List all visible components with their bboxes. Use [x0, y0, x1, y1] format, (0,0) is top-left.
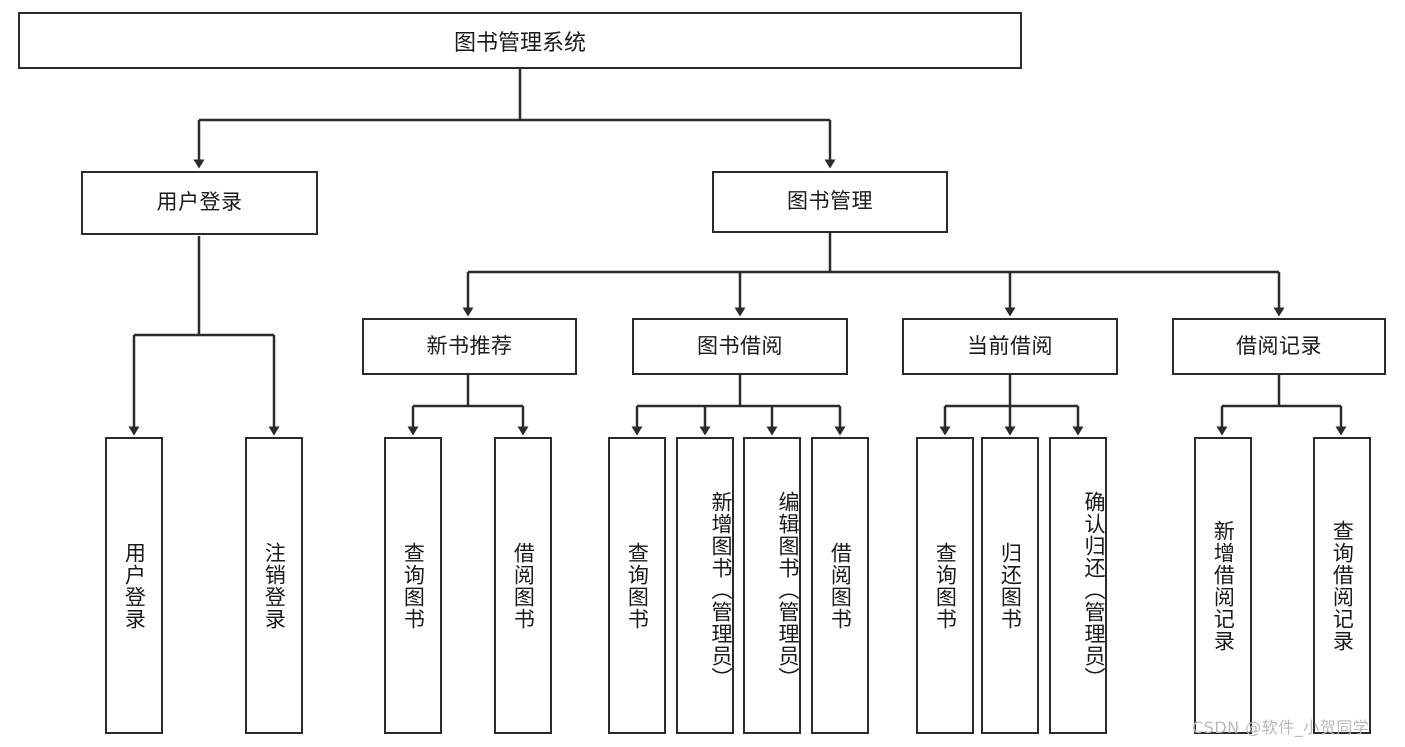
- node-user-login[interactable]: 用户登录: [81, 171, 318, 235]
- leaf-label: 查询图书: [933, 541, 958, 630]
- node-label: 用户登录: [156, 190, 243, 215]
- leaf-label: 借阅图书: [511, 541, 536, 630]
- node-label: 图书管理: [787, 189, 873, 214]
- leaf-label: 新增借阅记录: [1211, 519, 1236, 652]
- node-borrow-record[interactable]: 借阅记录: [1172, 318, 1386, 375]
- leaf-label: 归还图书: [998, 541, 1023, 630]
- leaf-logout[interactable]: 注销登录: [245, 437, 303, 734]
- leaf-edit-book-admin[interactable]: 编辑图书（管理员）: [743, 437, 801, 734]
- leaf-add-borrow-record[interactable]: 新增借阅记录: [1194, 437, 1252, 734]
- node-book-management[interactable]: 图书管理: [712, 171, 948, 233]
- node-label: 图书借阅: [697, 333, 783, 358]
- leaf-label: 查询图书: [401, 541, 426, 630]
- leaf-query-borrow-record[interactable]: 查询借阅记录: [1313, 437, 1371, 734]
- leaf-query-book-new[interactable]: 查询图书: [384, 437, 442, 734]
- leaf-query-book-current[interactable]: 查询图书: [916, 437, 974, 734]
- csdn-watermark: CSDN @软件_小贺同学: [1192, 718, 1370, 737]
- node-label: 图书管理系统: [453, 30, 586, 56]
- leaf-label: 新增图书（管理员）: [709, 490, 733, 689]
- leaf-return-book[interactable]: 归还图书: [981, 437, 1039, 734]
- leaf-add-book-admin[interactable]: 新增图书（管理员）: [676, 437, 734, 734]
- leaf-borrow-book-new[interactable]: 借阅图书: [494, 437, 552, 734]
- node-root-system[interactable]: 图书管理系统: [18, 12, 1022, 69]
- leaf-label: 查询借阅记录: [1330, 519, 1355, 652]
- leaf-query-book-borrow[interactable]: 查询图书: [608, 437, 666, 734]
- leaf-label: 借阅图书: [828, 541, 853, 630]
- leaf-label: 确认归还（管理员）: [1082, 490, 1106, 689]
- leaf-user-login[interactable]: 用户登录: [105, 437, 163, 734]
- leaf-label: 用户登录: [122, 541, 147, 630]
- node-label: 借阅记录: [1236, 333, 1322, 358]
- node-current-borrow[interactable]: 当前借阅: [902, 318, 1118, 375]
- node-label: 新书推荐: [426, 333, 513, 358]
- leaf-borrow-book[interactable]: 借阅图书: [811, 437, 869, 734]
- node-book-borrow[interactable]: 图书借阅: [632, 318, 848, 375]
- node-new-book-recommend[interactable]: 新书推荐: [362, 318, 577, 375]
- leaf-confirm-return-admin[interactable]: 确认归还（管理员）: [1049, 437, 1107, 734]
- leaf-label: 查询图书: [625, 541, 650, 630]
- node-label: 当前借阅: [967, 333, 1053, 358]
- leaf-label: 注销登录: [262, 541, 287, 630]
- leaf-label: 编辑图书（管理员）: [776, 490, 800, 689]
